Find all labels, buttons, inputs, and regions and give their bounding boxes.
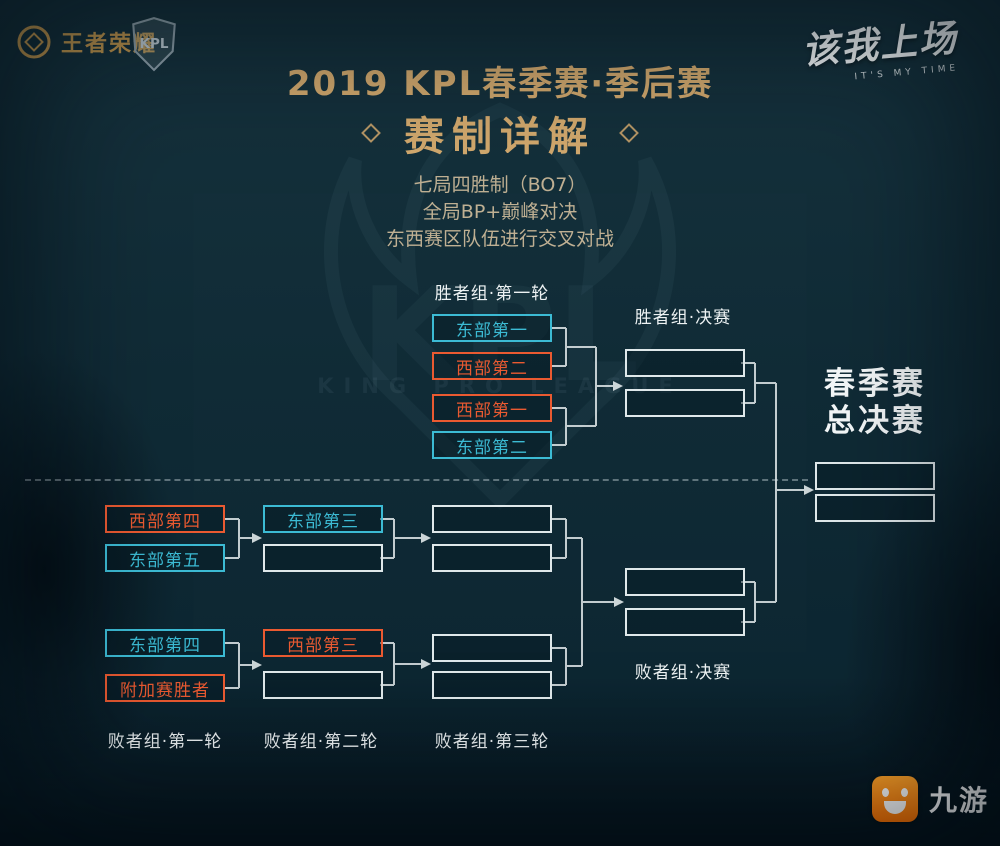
jiuyou-eye-right: [901, 788, 908, 797]
page-title: 2019 KPL春季赛·季后赛: [286, 64, 714, 104]
losers-round3-slot-4: [432, 671, 552, 699]
kpl-wordmark: KPL: [140, 36, 169, 52]
winners-round1-label: 胜者组·第一轮: [434, 284, 550, 304]
losers-round2-slot-1: [263, 544, 383, 572]
losers-round2-label: 败者组·第二轮: [263, 732, 379, 752]
losers-final-slot-2: [625, 608, 745, 636]
team-box-east1: 东部第一: [432, 314, 552, 342]
kpl-shield-icon: KPL: [132, 16, 176, 72]
grand-final-title-line2: 总决赛: [824, 403, 926, 439]
jiuyou-eye-left: [882, 788, 889, 797]
losers-round1-label: 败者组·第一轮: [107, 732, 223, 752]
losers-round3-slot-2: [432, 544, 552, 572]
grand-final-slot-1: [815, 462, 935, 490]
losers-round2-slot-2: [263, 671, 383, 699]
page-subtitle-text: 赛制详解: [404, 114, 596, 160]
grand-final-slot-2: [815, 494, 935, 522]
grand-final-title-line1: 春季赛: [824, 366, 926, 402]
losers-final-label: 败者组·决赛: [634, 663, 732, 683]
jiuyou-wordmark: 九游: [929, 784, 990, 817]
grand-final-title: 春季赛 总决赛: [775, 366, 975, 440]
team-box-east4: 东部第四: [105, 629, 225, 657]
kpl-logo: KPL: [128, 16, 180, 76]
team-box-east5: 东部第五: [105, 544, 225, 572]
rule-line-3: 东西赛区队伍进行交叉对战: [385, 228, 614, 250]
page-subtitle: 赛制详解: [0, 104, 1000, 162]
winners-final-slot-2: [625, 389, 745, 417]
losers-round3-slot-1: [432, 505, 552, 533]
honor-of-kings-wordmark: 王者荣耀: [61, 32, 158, 57]
team-box-playin-winner: 附加赛胜者: [105, 674, 225, 702]
team-box-east2: 东部第二: [432, 431, 552, 459]
losers-round3-slot-3: [432, 634, 552, 662]
honor-of-kings-icon: [17, 25, 51, 59]
diamond-ornament-right-icon: [619, 123, 639, 143]
diamond-ornament-left-icon: [361, 123, 381, 143]
team-box-west1: 西部第一: [432, 394, 552, 422]
team-box-west4: 西部第四: [105, 505, 225, 533]
rule-line-2: 全局BP+巅峰对决: [422, 201, 578, 223]
winners-final-label: 胜者组·决赛: [634, 308, 732, 328]
rule-line-1: 七局四胜制（BO7）: [413, 174, 587, 196]
team-box-west3: 西部第三: [263, 629, 383, 657]
losers-round3-label: 败者组·第三轮: [434, 732, 550, 752]
winners-final-slot-1: [625, 349, 745, 377]
jiuyou-mouth: [884, 801, 906, 814]
team-box-west2: 西部第二: [432, 352, 552, 380]
bracket-divider-line: [25, 479, 808, 481]
losers-final-slot-1: [625, 568, 745, 596]
jiuyou-badge: 九游: [872, 776, 989, 822]
honor-of-kings-logo: 王者荣耀: [14, 22, 157, 62]
jiuyou-smiley-icon: [872, 776, 918, 822]
bottom-shadow: [0, 676, 1000, 846]
team-box-east3: 东部第三: [263, 505, 383, 533]
